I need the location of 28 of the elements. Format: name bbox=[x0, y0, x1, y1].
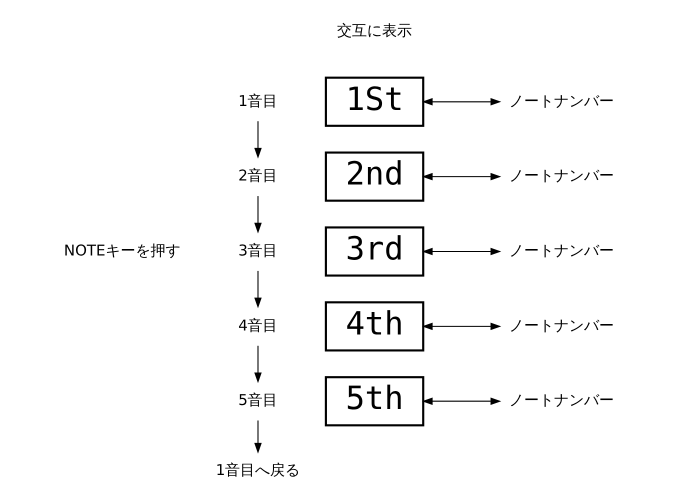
arrow bbox=[422, 397, 502, 405]
arrow bbox=[254, 420, 262, 454]
node-text: 2音目 bbox=[238, 166, 278, 185]
arrow bbox=[254, 196, 262, 234]
node-text: ノートナンバー bbox=[509, 391, 614, 410]
node-text: ノートナンバー bbox=[509, 241, 614, 260]
node-box: 3rd bbox=[324, 226, 424, 277]
node-text: 1音目へ戻る bbox=[216, 461, 300, 480]
node-box: 4th bbox=[324, 301, 424, 352]
node-box: 5th bbox=[324, 376, 424, 426]
label: NOTEキーを押す bbox=[64, 241, 180, 260]
node-text: 4音目 bbox=[238, 316, 278, 334]
node-text: 3音目 bbox=[238, 241, 278, 260]
node-text: ノートナンバー bbox=[509, 166, 614, 185]
node-text: 5音目 bbox=[238, 391, 278, 410]
arrow bbox=[254, 121, 262, 159]
node-box: 2nd bbox=[324, 152, 424, 202]
arrow bbox=[422, 248, 502, 256]
node-text: ノートナンバー bbox=[509, 316, 614, 334]
arrow bbox=[422, 98, 502, 106]
node-text: ノートナンバー bbox=[509, 92, 614, 110]
label: 交互に表示 bbox=[337, 22, 412, 40]
arrow bbox=[254, 270, 262, 308]
node-text: 1音目 bbox=[238, 92, 278, 110]
arrow bbox=[422, 172, 502, 180]
node-box: 1St bbox=[324, 76, 424, 127]
arrow bbox=[254, 346, 262, 384]
arrow bbox=[422, 322, 502, 330]
